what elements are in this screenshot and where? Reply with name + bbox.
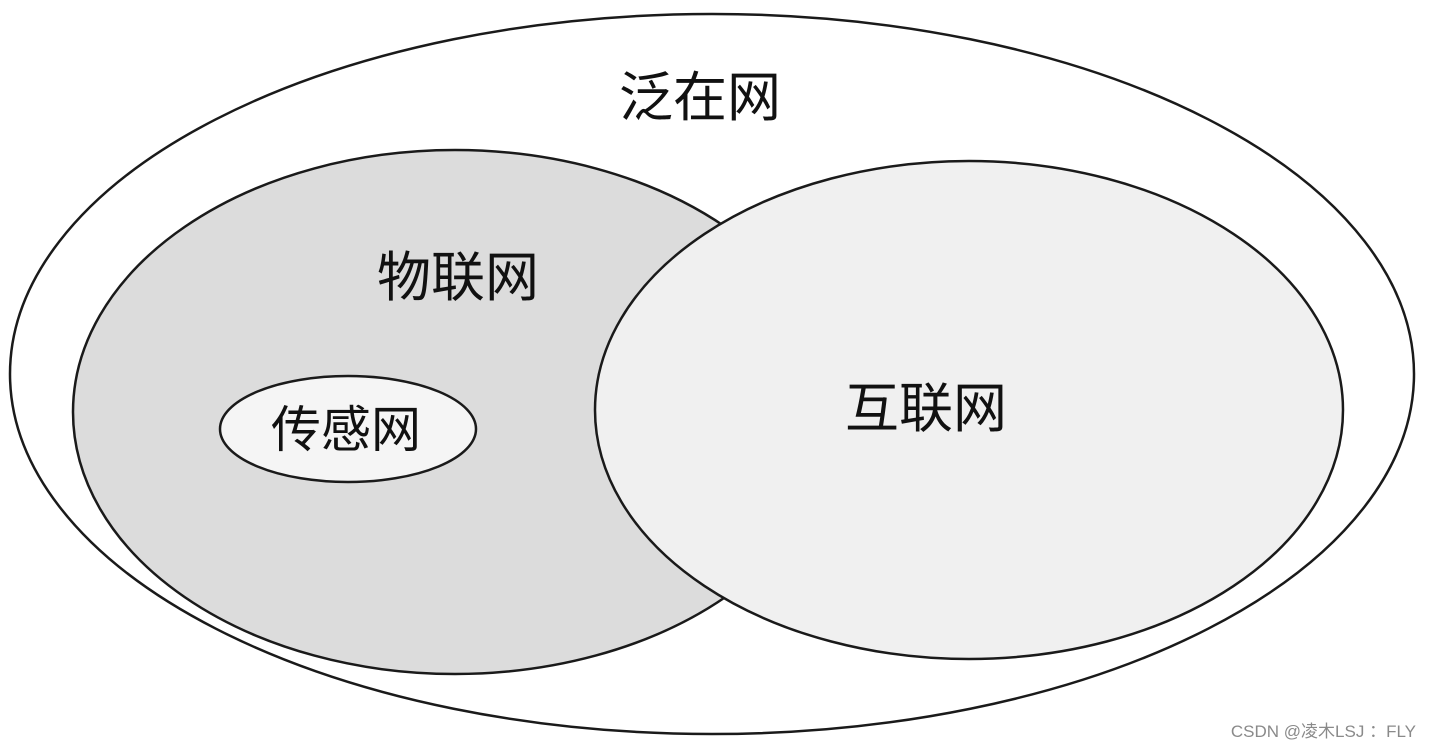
- ubiquitous-network-label: 泛在网: [619, 66, 781, 129]
- sensor-network-label: 传感网: [271, 401, 421, 459]
- sensor-network-ellipse: [218, 374, 478, 484]
- watermark-text: CSDN @凌木LSJ ：FLY: [1230, 722, 1416, 741]
- iot-label: 物联网: [377, 246, 539, 309]
- internet-label: 互联网: [845, 377, 1007, 440]
- internet-ellipse: [593, 159, 1345, 661]
